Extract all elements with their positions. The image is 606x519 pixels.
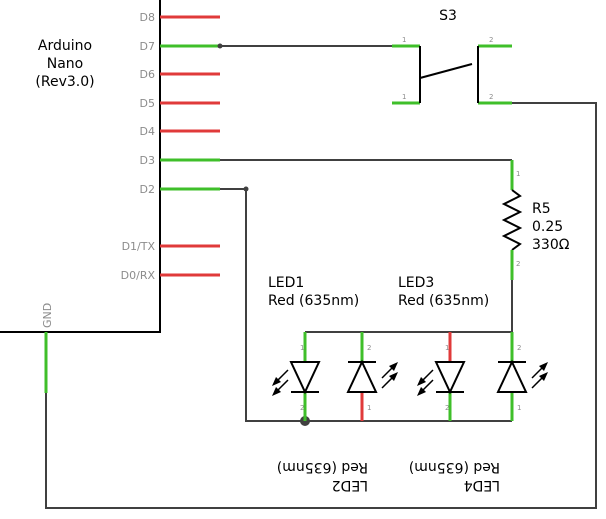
led4-pin1-num: 1 bbox=[517, 404, 521, 412]
led4-triangle bbox=[496, 359, 528, 393]
arduino-revision: (Rev3.0) bbox=[35, 74, 94, 90]
resistor-r5-resistance: 330Ω bbox=[532, 237, 570, 253]
led3-light-arrows-icon bbox=[417, 369, 434, 396]
led3-ref: LED3 bbox=[398, 275, 434, 291]
led1-ref: LED1 bbox=[268, 275, 304, 291]
switch-pin2-num-bottom: 2 bbox=[489, 93, 493, 101]
led2[interactable]: 2 1 bbox=[346, 332, 398, 421]
wire-d2-to-leds[interactable] bbox=[220, 188, 305, 422]
pin-d2-label: D2 bbox=[140, 183, 155, 196]
led1-light-arrows-icon bbox=[272, 369, 289, 396]
pin-d4-label: D4 bbox=[140, 125, 155, 138]
switch-s3-ref: S3 bbox=[439, 8, 457, 24]
wires bbox=[45, 43, 597, 509]
led2-color: Red (635nm) bbox=[277, 459, 368, 475]
switch-pin1-num-top: 1 bbox=[402, 36, 406, 44]
led3[interactable]: 1 2 bbox=[417, 332, 466, 421]
led3-pin1-num: 1 bbox=[445, 344, 449, 352]
led4-label-group: LED4 Red (635nm) bbox=[409, 459, 500, 493]
led2-triangle bbox=[346, 359, 378, 393]
pin-d3-label: D3 bbox=[140, 154, 155, 167]
resistor-r5-ref: R5 bbox=[532, 201, 551, 217]
switch-s3[interactable]: S3 1 1 2 2 bbox=[392, 8, 512, 105]
led4-ref: LED4 bbox=[464, 477, 500, 493]
resistor-r5[interactable]: 1 2 R5 0.25 330Ω bbox=[501, 160, 570, 332]
led1-pin2-num: 2 bbox=[300, 404, 304, 412]
led3-pin2-num: 2 bbox=[445, 404, 449, 412]
pin-d0-label: D0/RX bbox=[121, 269, 156, 282]
led2-label-group: LED2 Red (635nm) bbox=[277, 459, 368, 493]
pin-d8-label: D8 bbox=[140, 11, 155, 24]
arduino-model: Nano bbox=[47, 56, 84, 72]
pin-d6-label: D6 bbox=[140, 68, 155, 81]
switch-pin2-num-top: 2 bbox=[489, 36, 493, 44]
junction-d2 bbox=[243, 186, 249, 192]
led2-ref: LED2 bbox=[332, 477, 368, 493]
pin-gnd-label: GND bbox=[41, 303, 54, 328]
resistor-r5-value: 0.25 bbox=[532, 219, 563, 235]
resistor-pin1-num: 1 bbox=[516, 170, 520, 178]
wire-gnd-to-s3[interactable] bbox=[45, 102, 597, 509]
led4-light-arrows-icon bbox=[531, 362, 548, 389]
led1[interactable]: 1 2 bbox=[272, 332, 321, 421]
led1-color: Red (635nm) bbox=[268, 293, 359, 309]
junction-d7 bbox=[217, 43, 223, 49]
arduino-body-outline bbox=[0, 0, 161, 333]
pin-d1-label: D1/TX bbox=[122, 240, 156, 253]
led2-pin1-num: 1 bbox=[367, 404, 371, 412]
led4-pin2-num: 2 bbox=[517, 344, 521, 352]
led3-triangle bbox=[434, 361, 466, 395]
arduino-nano: Arduino Nano (Rev3.0) D8 D7 D6 D5 D4 D3 … bbox=[0, 0, 220, 393]
led3-color: Red (635nm) bbox=[398, 293, 489, 309]
led4-color: Red (635nm) bbox=[409, 459, 500, 475]
switch-pin1-num-bottom: 1 bbox=[402, 93, 406, 101]
resistor-zigzag bbox=[501, 189, 523, 251]
led4[interactable]: 2 1 bbox=[496, 332, 548, 421]
led1-pin1-num: 1 bbox=[300, 344, 304, 352]
switch-lever bbox=[419, 63, 473, 79]
led2-pin2-num: 2 bbox=[367, 344, 371, 352]
resistor-pin2-num: 2 bbox=[516, 260, 520, 268]
pin-d5-label: D5 bbox=[140, 97, 155, 110]
led2-light-arrows-icon bbox=[381, 362, 398, 389]
led1-triangle bbox=[289, 361, 321, 395]
arduino-name: Arduino bbox=[38, 38, 92, 54]
pin-d7-label: D7 bbox=[140, 40, 155, 53]
